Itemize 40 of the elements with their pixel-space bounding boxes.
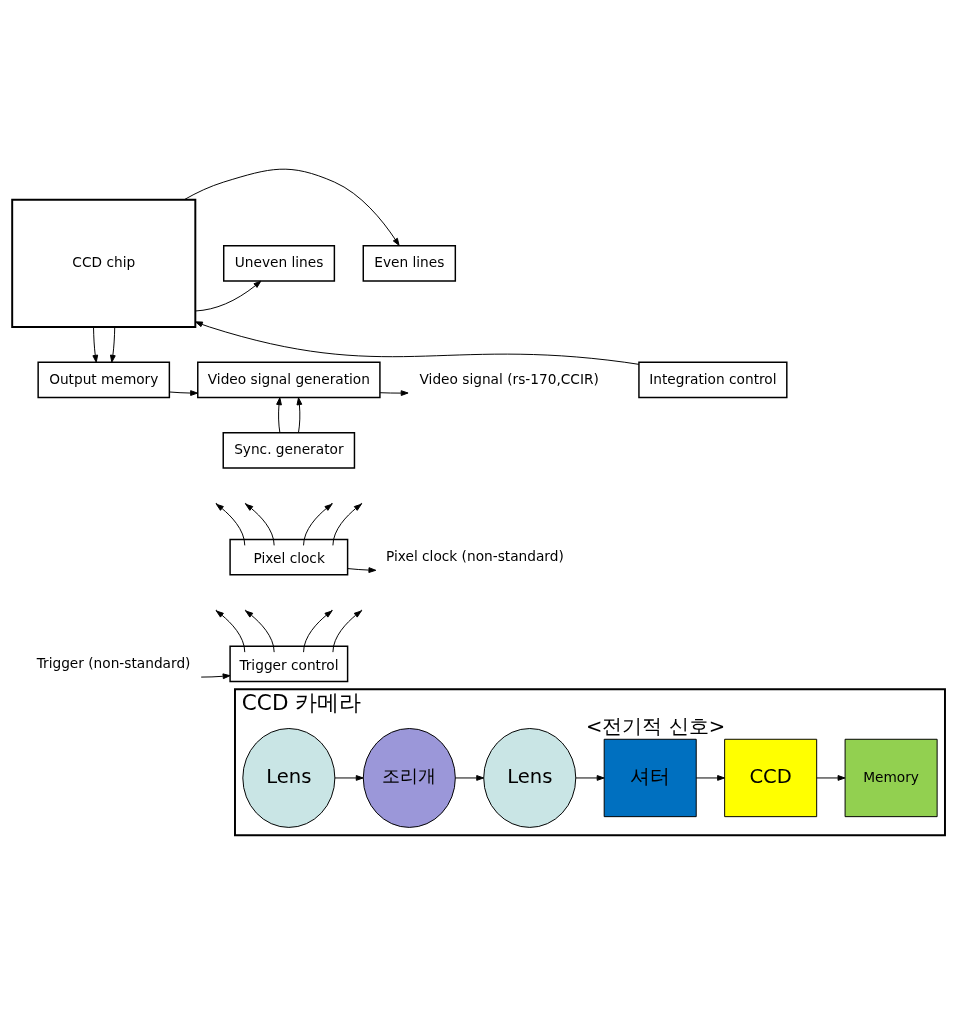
arrow (245, 503, 275, 546)
arrow (303, 503, 333, 546)
node-label: <전기적 신호> (586, 714, 726, 738)
node-box: Pixel clock (229, 538, 349, 575)
arrow (169, 389, 198, 396)
arrow (200, 672, 231, 679)
node-box: Even lines (362, 244, 457, 282)
arrow (347, 566, 377, 573)
arrow (195, 320, 640, 365)
arrow (695, 774, 725, 781)
arrow (296, 396, 303, 433)
node-text: Trigger (non-standard) (36, 654, 191, 670)
node-box: Output memory (37, 361, 171, 398)
arrow (332, 503, 362, 546)
arrow (195, 280, 262, 311)
node-box: Video signal generation (197, 361, 381, 398)
node-circle: Lens (483, 727, 577, 828)
arrow (816, 774, 846, 781)
arrow (334, 774, 364, 781)
node-box: CCD chip (11, 198, 197, 328)
arrow (379, 389, 409, 396)
node-box: Trigger control (229, 645, 349, 682)
arrow (276, 396, 282, 433)
node-text: Pixel clock (non-standard) (386, 547, 564, 564)
arrow (110, 326, 116, 363)
node-box: Uneven lines (223, 244, 336, 282)
arrow (575, 774, 605, 781)
node-text: Video signal (rs-170,CCIR) (419, 370, 599, 386)
arrow (92, 326, 99, 363)
arrow (245, 610, 275, 653)
node-box: CCD (724, 738, 818, 817)
node-circle: 조리개 (362, 727, 456, 828)
node-box: 셔터 (603, 738, 697, 817)
arrow (183, 168, 400, 246)
node-box: Integration control (638, 361, 788, 398)
arrow (454, 774, 485, 781)
node-circle: Lens (242, 727, 336, 828)
node-box: Sync. generator (222, 431, 356, 469)
node-box: Memory (844, 738, 938, 817)
arrow (215, 503, 246, 546)
